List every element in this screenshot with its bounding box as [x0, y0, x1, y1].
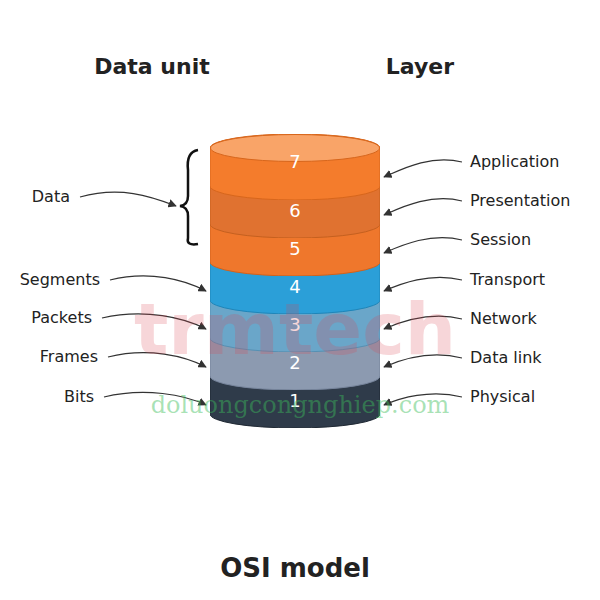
leader-line — [384, 316, 462, 329]
column-heading: Data unit — [94, 55, 210, 79]
band-body — [210, 286, 380, 352]
layer-band: 7 — [210, 134, 380, 200]
leader-line — [384, 199, 462, 215]
layer-name: Data link — [470, 349, 542, 367]
band-body — [210, 324, 380, 390]
layer-name: Session — [470, 231, 531, 249]
data-unit-name: Frames — [40, 348, 98, 366]
leader-line — [102, 314, 206, 329]
leader-line — [384, 277, 462, 291]
leader-line — [104, 392, 206, 405]
leader-line — [384, 238, 462, 253]
leader-line — [108, 353, 206, 367]
data-unit-name: Data — [32, 188, 70, 206]
layer-name: Application — [470, 153, 559, 171]
band-body — [210, 210, 380, 276]
leader-line — [80, 192, 176, 206]
layer-number: 1 — [289, 392, 300, 410]
layer-number: 2 — [289, 354, 300, 372]
layer-name: Transport — [470, 271, 545, 289]
data-unit-name: Packets — [31, 309, 92, 327]
layer-number: 7 — [289, 153, 300, 171]
layer-name: Presentation — [470, 192, 570, 210]
caption: OSI model — [220, 554, 370, 583]
layer-name: Physical — [470, 388, 535, 406]
layer-number: 5 — [289, 240, 300, 258]
layer-number: 4 — [289, 278, 300, 296]
layer-name: Network — [470, 310, 537, 328]
column-heading: Layer — [386, 55, 454, 79]
band-body — [210, 362, 380, 428]
leader-line — [384, 355, 462, 367]
leader-line — [384, 394, 462, 405]
band-body — [210, 172, 380, 238]
band-body — [210, 134, 380, 200]
curly-bracket — [180, 150, 198, 244]
leader-line — [110, 276, 206, 291]
data-unit-name: Segments — [20, 271, 100, 289]
layer-number: 3 — [289, 316, 300, 334]
data-unit-name: Bits — [64, 388, 94, 406]
leader-line — [384, 160, 462, 177]
layer-number: 6 — [289, 202, 300, 220]
band-body — [210, 248, 380, 314]
